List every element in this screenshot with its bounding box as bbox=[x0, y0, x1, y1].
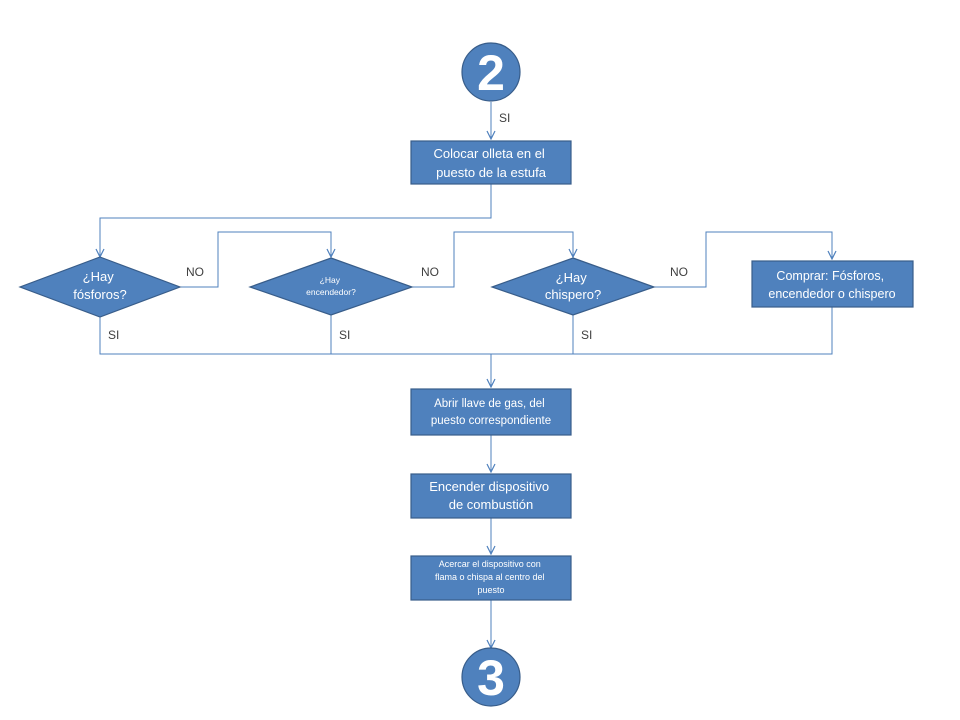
process-colocar-olleta: Colocar olleta en el puesto de la estufa bbox=[410, 140, 572, 185]
chispero-line-2: chispero? bbox=[545, 287, 601, 302]
process-comprar: Comprar: Fósforos, encendedor o chispero bbox=[751, 260, 914, 308]
abrir-line-1: Abrir llave de gas, del bbox=[434, 398, 545, 410]
chispero-line-1: ¿Hay bbox=[556, 270, 588, 285]
label-no-chispero: NO bbox=[670, 265, 688, 279]
decision-hay-fosforos: ¿Hay fósforos? bbox=[18, 256, 182, 318]
encendedor-line-2: encendedor? bbox=[306, 287, 356, 297]
label-si-encendedor: SI bbox=[339, 328, 350, 342]
abrir-line-2: puesto correspondiente bbox=[431, 415, 551, 427]
edge-fosforos-si bbox=[99, 317, 491, 355]
decision-hay-chispero: ¿Hay chispero? bbox=[490, 257, 656, 316]
edge-chispero-no bbox=[654, 231, 832, 288]
svg-text:Encender dispositivo de: Encender dispositivo de combustión bbox=[429, 479, 553, 512]
label-no-encendedor: NO bbox=[421, 265, 439, 279]
encendedor-line-1: ¿Hay bbox=[320, 275, 341, 285]
comprar-line-2: encendedor o chispero bbox=[768, 287, 895, 301]
svg-text:Abrir llave de gas, del: Abrir llave de gas, del puesto correspon… bbox=[431, 398, 551, 427]
encender-line-1: Encender dispositivo bbox=[429, 479, 549, 494]
svg-text:¿Hay fósforos?: ¿Hay fósforos? bbox=[73, 269, 126, 302]
svg-text:Acercar el dispositivo con: Acercar el dispositivo con flama o chisp… bbox=[435, 559, 547, 595]
connector-lines bbox=[100, 102, 832, 648]
connector-end: 3 bbox=[461, 647, 521, 707]
encender-line-2: de combustión bbox=[449, 497, 534, 512]
colocar-line-2: puesto de la estufa bbox=[436, 165, 547, 180]
label-si-chispero: SI bbox=[581, 328, 592, 342]
connector-start: 2 bbox=[461, 42, 521, 102]
svg-text:Colocar olleta en el pue: Colocar olleta en el puesto de la estufa bbox=[434, 146, 549, 180]
label-si-top: SI bbox=[499, 111, 510, 125]
acercar-line-1: Acercar el dispositivo con bbox=[439, 559, 541, 569]
edge-colocar-to-fosforos bbox=[100, 184, 492, 257]
colocar-line-1: Colocar olleta en el bbox=[434, 146, 545, 161]
label-si-fosforos: SI bbox=[108, 328, 119, 342]
fosforos-line-2: fósforos? bbox=[73, 287, 126, 302]
svg-text:¿Hay encendedor?: ¿Hay encendedor? bbox=[306, 275, 356, 297]
decision-hay-encendedor: ¿Hay encendedor? bbox=[248, 257, 414, 316]
edge-encendedor-no bbox=[412, 231, 573, 288]
process-acercar-dispositivo: Acercar el dispositivo con flama o chisp… bbox=[410, 555, 572, 601]
edge-comprar-return bbox=[491, 307, 833, 355]
connector-end-label: 3 bbox=[477, 650, 505, 706]
process-encender-dispositivo: Encender dispositivo de combustión bbox=[410, 473, 572, 519]
acercar-line-2: flama o chispa al centro del bbox=[435, 572, 545, 582]
svg-text:¿Hay chispero?: ¿Hay chispero? bbox=[545, 270, 601, 302]
process-abrir-llave: Abrir llave de gas, del puesto correspon… bbox=[410, 388, 572, 436]
svg-text:Comprar: Fósforos, encen: Comprar: Fósforos, encendedor o chispero bbox=[768, 269, 895, 301]
connector-start-label: 2 bbox=[477, 45, 505, 101]
acercar-line-3: puesto bbox=[477, 585, 504, 595]
comprar-line-1: Comprar: Fósforos, bbox=[776, 269, 884, 283]
edge-fosforos-no bbox=[180, 231, 331, 288]
fosforos-line-1: ¿Hay bbox=[83, 269, 115, 284]
label-no-fosforos: NO bbox=[186, 265, 204, 279]
